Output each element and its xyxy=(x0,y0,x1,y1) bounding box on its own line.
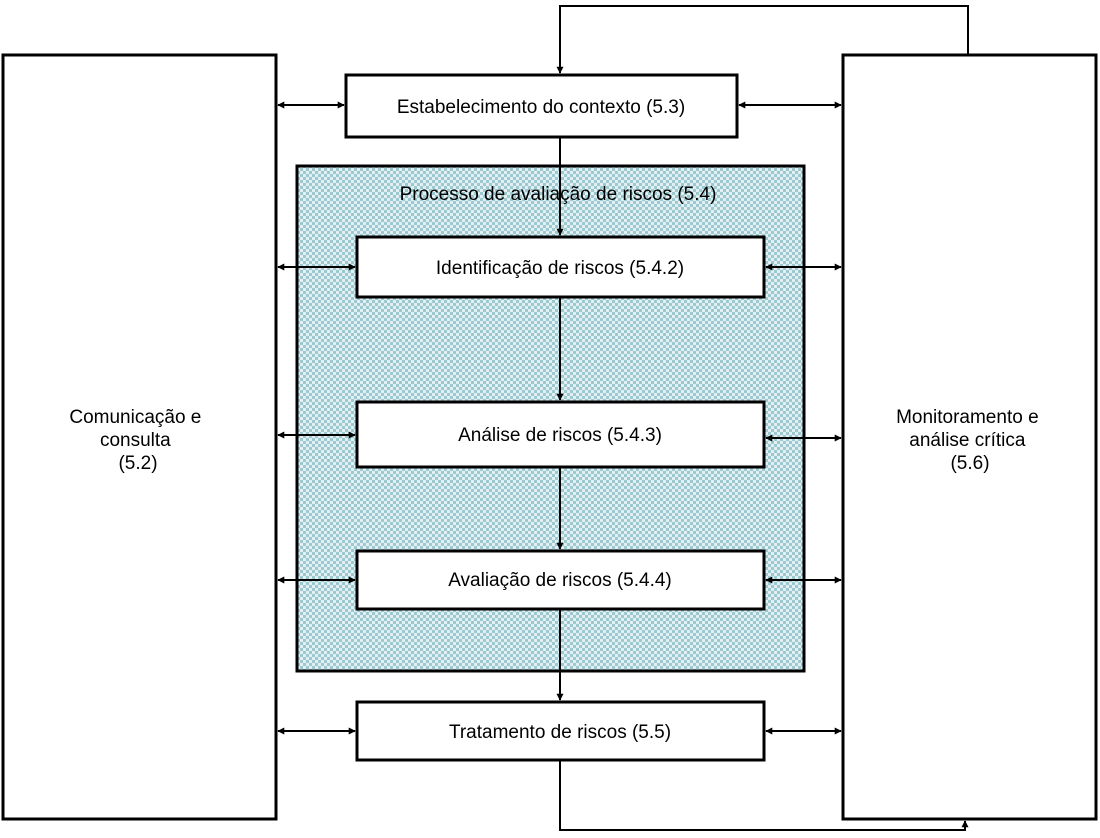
context-box xyxy=(344,73,739,139)
communication-consultation-label: Comunicação e consulta (5.2) xyxy=(69,407,206,474)
arrow-treatment-to-monitoring-loop xyxy=(559,760,969,831)
analysis-label: Análise de riscos (5.4.3) xyxy=(458,425,662,446)
monitoring-line-1: Monitoramento e xyxy=(896,407,1039,428)
identification-label: Identificação de riscos (5.4.2) xyxy=(436,258,684,279)
communication-line-1: Comunicação e xyxy=(69,407,201,428)
evaluation-label: Avaliação de riscos (5.4.4) xyxy=(448,570,672,591)
communication-consultation-box xyxy=(1,53,278,821)
arrow-monitoring-to-context-loop xyxy=(556,5,969,74)
treatment-label: Tratamento de riscos (5.5) xyxy=(449,722,671,743)
risk-assessment-title: Processo de avaliação de riscos (5.4) xyxy=(400,184,717,205)
monitoring-line-3: (5.6) xyxy=(950,453,989,474)
monitoring-line-2: análise crítica xyxy=(909,430,1026,451)
evaluation-box xyxy=(355,549,766,611)
identification-box xyxy=(355,235,766,299)
monitoring-review-label: Monitoramento e análise crítica (5.6) xyxy=(896,407,1044,474)
monitoring-review-box xyxy=(841,53,1098,821)
communication-line-3: (5.2) xyxy=(118,453,157,474)
communication-line-2: consulta xyxy=(100,430,171,451)
analysis-box xyxy=(355,400,766,469)
context-label: Estabelecimento do contexto (5.3) xyxy=(397,97,685,118)
